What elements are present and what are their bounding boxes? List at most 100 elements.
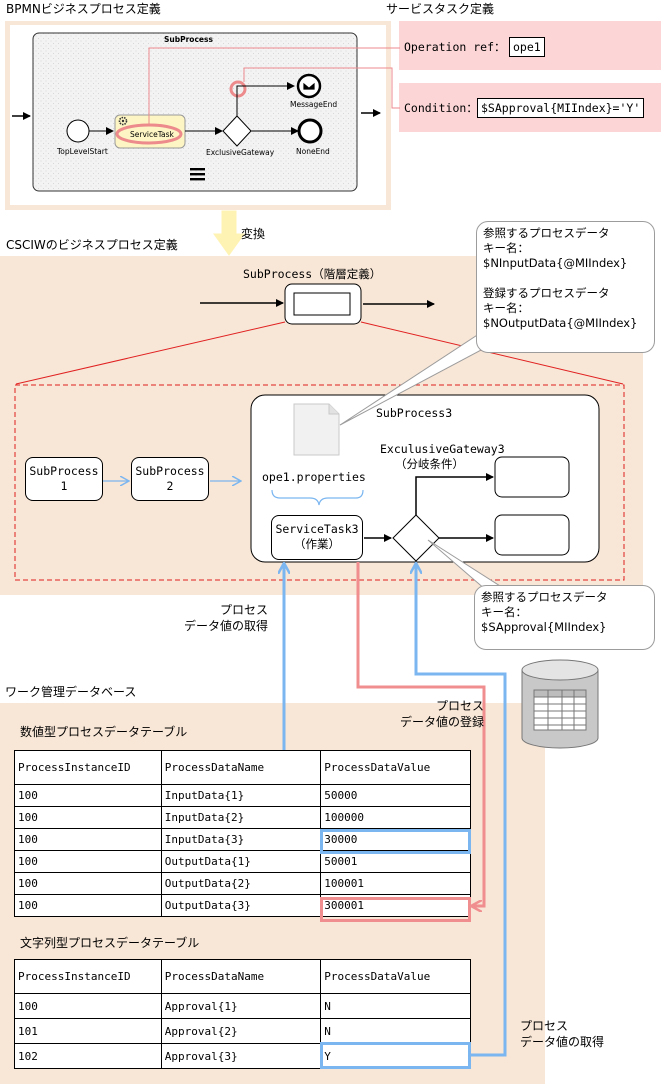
expanded-frame — [14, 384, 625, 581]
database-icon — [521, 659, 599, 749]
csciw-title: CSCIWのビジネスプロセス定義 — [6, 238, 178, 252]
numeric-table: ProcessInstanceID ProcessDataName Proces… — [14, 750, 471, 917]
table-cell: 100 — [14, 993, 162, 1019]
bpmn-subprocess-label: SubProcess — [164, 35, 213, 44]
column-header: ProcessDataName — [160, 750, 322, 785]
bpmn-gateway-label: ExclusiveGateway — [206, 148, 275, 157]
column-header: ProcessDataValue — [320, 750, 471, 785]
table-cell: 102 — [14, 1043, 162, 1069]
string-table-title: 文字列型プロセスデータテーブル — [20, 936, 200, 950]
table-cell: N — [320, 993, 471, 1019]
condition-value: $SApproval{MIIndex}='Y' — [477, 98, 645, 118]
get-label-2: プロセス データ値の取得 — [520, 1018, 604, 1050]
column-header: ProcessInstanceID — [14, 750, 162, 785]
table-row: 100 InputData{1} 50000 — [14, 784, 471, 807]
get2-line2: データ値の取得 — [520, 1035, 605, 1049]
table-cell: Y — [320, 1043, 471, 1069]
bpmn-message-end — [296, 73, 322, 99]
table-cell: 100 — [14, 806, 162, 829]
bpmn-gateway — [222, 115, 252, 147]
table-header-row: ProcessInstanceID ProcessDataName Proces… — [14, 959, 471, 994]
flow-get-approval — [416, 564, 507, 1057]
service-task3-node: ServiceTask3 （作業） — [271, 515, 363, 560]
gateway3-sublabel: （分岐条件） — [395, 457, 464, 471]
task3-line2: （作業） — [294, 537, 340, 551]
table-cell: 100 — [14, 784, 162, 807]
service-def-title: サービスタスク定義 — [386, 2, 495, 16]
register-label: プロセス データ値の登録 — [386, 698, 484, 730]
sp1-line1: SubProcess — [29, 464, 99, 478]
highlight-output3 — [320, 897, 471, 922]
gateway-highlight — [229, 80, 247, 98]
convert-label: 変換 — [241, 227, 266, 241]
table-row: 100 InputData{3} 30000 — [14, 828, 471, 851]
table-cell: Approval{2} — [160, 1018, 322, 1044]
sp1-line2: 1 — [60, 479, 68, 493]
subprocess-layer-label: SubProcess（階層定義） — [243, 267, 382, 281]
gateway3-label: ExculusiveGateway3 — [380, 442, 505, 456]
bpmn-none-end-label: NoneEnd — [296, 147, 330, 156]
sp2-line1: SubProcess — [135, 464, 205, 478]
table-cell: 100 — [14, 850, 162, 873]
reg-line2: データ値の登録 — [399, 715, 484, 729]
table-cell: 100 — [14, 872, 162, 895]
bpmn-none-end — [297, 118, 323, 144]
column-header: ProcessInstanceID — [14, 959, 162, 994]
target-box-2 — [494, 514, 570, 556]
table-cell: 50000 — [320, 784, 471, 807]
bpmn-msg-end-label: MessageEnd — [290, 100, 338, 109]
table-header-row: ProcessInstanceID ProcessDataName Proces… — [14, 750, 471, 785]
target-box-1 — [494, 456, 570, 498]
callout-input-output-keys: 参照するプロセスデータ キー名： $NInputData{@MIIndex} 登… — [476, 221, 655, 353]
sp2-line2: 2 — [166, 479, 174, 493]
condition-label: Condition： — [404, 101, 478, 115]
convert-arrow — [213, 210, 245, 256]
table-row: 101 Approval{2} N — [14, 1018, 471, 1044]
table-row: 102 Approval{3} Y — [14, 1043, 471, 1069]
connector-op — [148, 47, 400, 126]
subprocess-1-node: SubProcess 1 — [25, 457, 103, 501]
numeric-table-title: 数値型プロセスデータテーブル — [20, 725, 188, 739]
highlight-input3 — [320, 829, 471, 854]
table-cell: N — [320, 1018, 471, 1044]
brace — [271, 489, 364, 506]
table-cell: 100 — [14, 894, 162, 917]
connector-cond — [243, 67, 400, 109]
highlight-approval3 — [320, 1042, 471, 1069]
string-table: ProcessInstanceID ProcessDataName Proces… — [14, 959, 471, 1069]
table-cell: OutputData{3} — [160, 894, 322, 917]
callout-approval-key: 参照するプロセスデータ キー名： $SApproval{MIIndex} — [474, 585, 655, 650]
column-header: ProcessDataName — [160, 959, 322, 994]
table-row: 100 OutputData{2} 100001 — [14, 872, 471, 895]
flow-register-output — [356, 562, 486, 906]
subprocess-marker-icon — [190, 168, 205, 181]
bpmn-task-label: ServiceTask — [130, 130, 174, 139]
gateway3 — [392, 514, 440, 562]
get2-line1: プロセス — [520, 1019, 569, 1033]
document-icon — [293, 403, 340, 456]
table-cell: InputData{3} — [160, 828, 322, 851]
operation-ref-value: ope1 — [509, 37, 545, 57]
table-cell: InputData{1} — [160, 784, 322, 807]
bpmn-start-label: TopLevelStart — [57, 147, 108, 156]
get-label-1: プロセス データ値の取得 — [176, 602, 268, 634]
get1-line1: プロセス — [219, 603, 268, 617]
table-cell: 100 — [14, 828, 162, 851]
properties-label: ope1.properties — [262, 470, 366, 484]
table-cell: 101 — [14, 1018, 162, 1044]
table-cell: OutputData{1} — [160, 850, 322, 873]
get1-line2: データ値の取得 — [183, 619, 268, 633]
column-header: ProcessDataValue — [320, 959, 471, 994]
table-cell: OutputData{2} — [160, 872, 322, 895]
table-cell: InputData{2} — [160, 806, 322, 829]
table-row: 100 Approval{1} N — [14, 993, 471, 1019]
subprocess3-label: SubProcess3 — [376, 406, 453, 420]
task3-line1: ServiceTask3 — [275, 522, 359, 536]
work-db-title: ワーク管理データベース — [5, 685, 137, 699]
subprocess-2-node: SubProcess 2 — [131, 457, 209, 501]
bpmn-subprocess-box — [32, 32, 358, 192]
table-cell: Approval{3} — [160, 1043, 322, 1069]
bpmn-start-event — [66, 119, 90, 143]
operation-ref-label: Operation ref： — [404, 40, 506, 54]
